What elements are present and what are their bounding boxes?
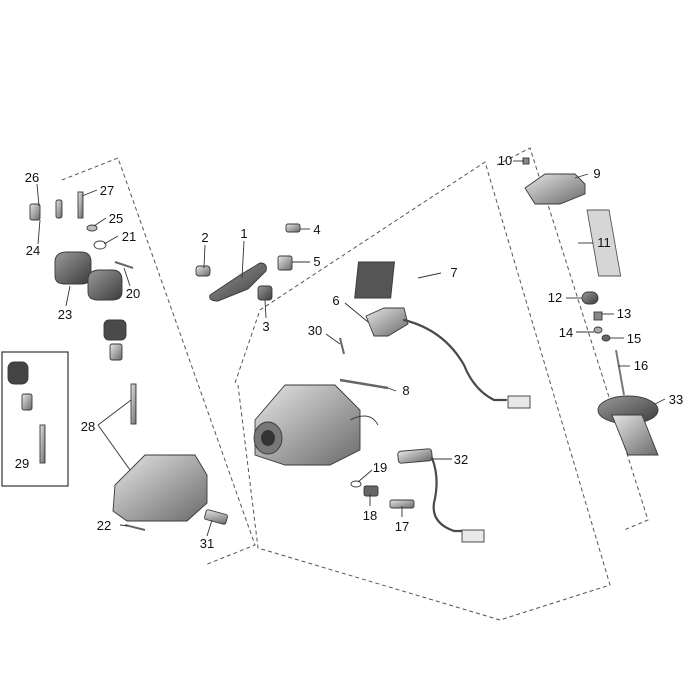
callout-numbers: 1 2 3 4 5 6 7 8 9 10 11 12 13 14 15 16 1… xyxy=(15,153,683,551)
carburetor-vent-tube xyxy=(349,415,379,426)
slide-group-outline xyxy=(496,147,649,531)
alternative-parts-box xyxy=(1,351,69,487)
part-28-main-jet-rod xyxy=(130,383,137,425)
choke-connector xyxy=(507,395,531,409)
part-25-washer xyxy=(86,224,98,232)
callout-19: 19 xyxy=(373,460,387,475)
part-1-throttle-lever xyxy=(209,262,267,302)
callout-27: 27 xyxy=(100,183,114,198)
part-29-spring xyxy=(7,361,29,385)
part-29-rod xyxy=(39,424,46,464)
callout-31: 31 xyxy=(200,536,214,551)
part-9-top-cap xyxy=(524,173,586,205)
part-24-clip xyxy=(29,203,41,221)
callout-28: 28 xyxy=(81,419,95,434)
callout-23: 23 xyxy=(58,307,72,322)
part-19-oring xyxy=(350,480,362,488)
part-20-rod xyxy=(114,261,134,269)
part-6-choke xyxy=(365,307,409,337)
part-27-screw xyxy=(77,191,84,219)
callout-30: 30 xyxy=(308,323,322,338)
callout-18: 18 xyxy=(363,508,377,523)
sensor-wire xyxy=(430,456,468,533)
main-body-group-outline xyxy=(234,161,611,621)
part-26-pin xyxy=(55,199,63,219)
callout-10: 10 xyxy=(498,153,512,168)
callout-12: 12 xyxy=(548,290,562,305)
part-23-float-left xyxy=(54,251,92,285)
part-30-pin xyxy=(339,337,345,355)
callout-1: 1 xyxy=(240,226,247,241)
float-bowl-group-outline xyxy=(61,157,256,566)
part-28-jet xyxy=(109,343,123,361)
part-23-float-right xyxy=(87,269,123,301)
callout-33: 33 xyxy=(669,392,683,407)
callout-21: 21 xyxy=(122,229,136,244)
part-8-rod xyxy=(339,378,389,390)
callout-3: 3 xyxy=(262,319,269,334)
leader-lines xyxy=(36,160,666,537)
callout-32: 32 xyxy=(454,452,468,467)
part-22-screw xyxy=(124,524,146,531)
callout-8: 8 xyxy=(402,383,409,398)
callout-16: 16 xyxy=(634,358,648,373)
part-7-choke-cover xyxy=(354,261,395,299)
choke-wire xyxy=(402,318,508,402)
part-21-oring xyxy=(93,240,107,250)
callout-9: 9 xyxy=(593,166,600,181)
carburetor-intake-bore xyxy=(261,430,275,446)
part-4-screw xyxy=(285,223,301,233)
callout-17: 17 xyxy=(395,519,409,534)
callout-14: 14 xyxy=(559,325,573,340)
part-16-jet-needle xyxy=(615,349,625,396)
callout-7: 7 xyxy=(450,265,457,280)
callout-2: 2 xyxy=(201,230,208,245)
part-31-drain-screw xyxy=(204,509,228,525)
callout-20: 20 xyxy=(126,286,140,301)
callout-22: 22 xyxy=(97,518,111,533)
callout-26: 26 xyxy=(25,170,39,185)
part-14-washer xyxy=(593,326,603,334)
part-2-screw xyxy=(195,265,211,277)
callout-24: 24 xyxy=(26,243,40,258)
part-15-clip xyxy=(601,334,611,342)
callout-6: 6 xyxy=(332,293,339,308)
part-32-sensor xyxy=(397,448,433,464)
part-28-spring xyxy=(103,319,127,341)
part-18-spring xyxy=(363,485,379,497)
callout-11: 11 xyxy=(597,235,611,250)
callout-5: 5 xyxy=(313,254,320,269)
part-12-needle-holder xyxy=(581,291,599,305)
callout-4: 4 xyxy=(313,222,320,237)
part-33-slide xyxy=(611,414,659,456)
part-5-spring xyxy=(277,255,293,271)
carburetor-body xyxy=(254,384,361,466)
callout-15: 15 xyxy=(627,331,641,346)
callout-13: 13 xyxy=(617,306,631,321)
parts xyxy=(7,157,659,543)
callout-25: 25 xyxy=(109,211,123,226)
part-3-spring xyxy=(257,285,273,301)
group-outlines xyxy=(1,147,649,621)
part-28-float-bowl xyxy=(112,454,208,522)
callout-29: 29 xyxy=(15,456,29,471)
part-29-jet xyxy=(21,393,33,411)
sensor-connector xyxy=(461,529,485,543)
part-13-spring xyxy=(593,311,603,321)
